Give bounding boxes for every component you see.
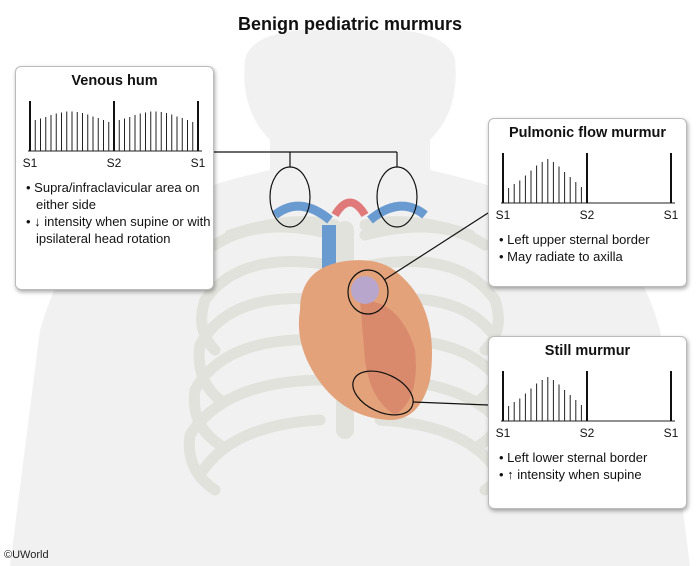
bullet: • Left upper sternal border [499, 232, 650, 247]
venous-hum-box: Venous hum S1 S2 S1 • Supra/infraclavicula… [15, 66, 214, 290]
bullet: • Left lower sternal border [499, 450, 648, 465]
bullet: • ↓ intensity when supine or with ipsila… [26, 214, 211, 246]
box-title: Venous hum [71, 73, 158, 89]
sound-label-s1: S1 [496, 426, 511, 440]
page-title: Benign pediatric murmurs [237, 14, 463, 34]
phonocardiogram: S1 S2 S1 [496, 153, 679, 222]
sound-label-s1: S1 [23, 156, 38, 170]
heart [298, 260, 432, 420]
sound-label-s2: S2 [580, 208, 595, 222]
upper-sternal-circle [347, 269, 389, 315]
sound-label-s1: S1 [664, 426, 679, 440]
sound-label-s1: S1 [496, 208, 511, 222]
phonocardiogram: S1 S2 S1 [496, 371, 679, 440]
box-title: Still murmur [544, 343, 631, 359]
bullet: • ↑ intensity when supine [499, 467, 642, 482]
bullet: • Supra/infraclavicular area on either s… [26, 180, 200, 212]
pulmonic-flow-murmur-box: Pulmonic flow murmur S1 S2 S1 • Left upper… [488, 118, 687, 287]
venous-leader-line [212, 151, 398, 167]
box-title: Pulmonic flow murmur [508, 125, 667, 141]
sound-label-s2: S2 [580, 426, 595, 440]
bullet: • May radiate to axilla [499, 249, 623, 264]
still-murmur-box: Still murmur S1 S2 S1 • Left lower sternal… [488, 336, 687, 509]
sound-label-s1: S1 [664, 208, 679, 222]
sound-label-s1: S1 [191, 156, 206, 170]
sound-label-s2: S2 [107, 156, 122, 170]
still-leader-line [412, 401, 489, 406]
lower-sternal-circle [352, 370, 414, 416]
phonocardiogram: S1 S2 S1 [23, 101, 206, 170]
pulmonic-leader-line [383, 212, 489, 281]
copyright: ©UWorld [4, 549, 49, 561]
auscultation-markers [212, 151, 489, 416]
